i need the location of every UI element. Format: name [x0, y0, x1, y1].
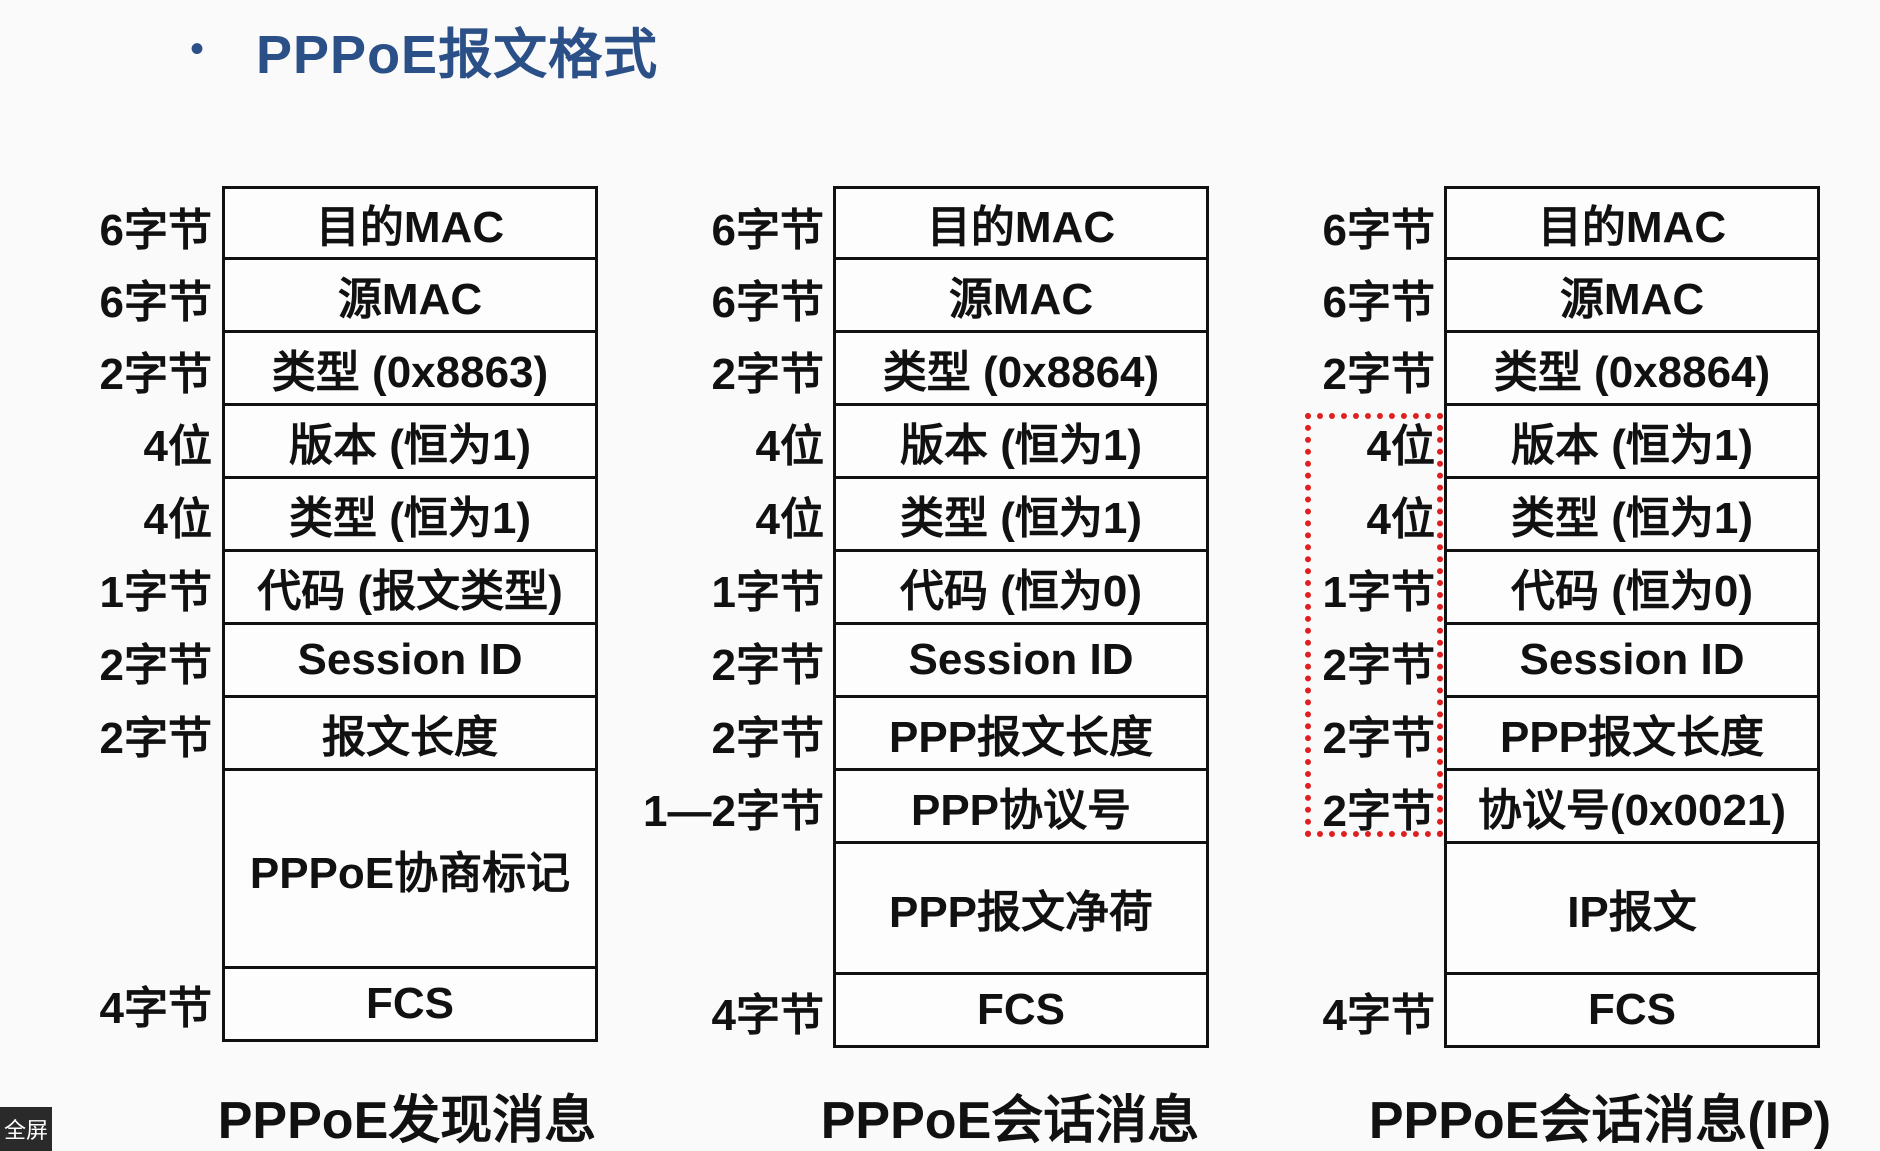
size-label: 6字节 [99, 206, 212, 255]
field-ppp-payload: PPP报文净荷 [833, 844, 1209, 975]
field-code: 代码 (恒为0) [1444, 552, 1820, 625]
size-label: 2字节 [1322, 350, 1435, 399]
field-src-mac: 源MAC [222, 260, 598, 333]
field-protocol-ip: 协议号(0x0021) [1444, 771, 1820, 844]
field-code: 代码 (报文类型) [222, 552, 598, 625]
size-label: 6字节 [711, 278, 824, 327]
field-fcs: FCS [1444, 975, 1820, 1048]
field-ethertype: 类型 (0x8863) [222, 333, 598, 406]
field-ppp-length: PPP报文长度 [833, 698, 1209, 771]
size-label: 4位 [1366, 422, 1435, 471]
size-label: 2字节 [711, 350, 824, 399]
size-label: 1字节 [711, 568, 824, 617]
size-label: 6字节 [1322, 206, 1435, 255]
field-version: 版本 (恒为1) [1444, 406, 1820, 479]
field-session-id: Session ID [222, 625, 598, 698]
field-ethertype: 类型 (0x8864) [833, 333, 1209, 406]
size-label: 2字节 [1322, 641, 1435, 690]
size-label: 4位 [143, 422, 212, 471]
size-label: 2字节 [1322, 787, 1435, 836]
field-dest-mac: 目的MAC [222, 186, 598, 260]
size-label: 4字节 [711, 991, 824, 1040]
field-payload: PPPoE协商标记 [222, 771, 598, 969]
size-label: 2字节 [711, 714, 824, 763]
size-label: 2字节 [99, 714, 212, 763]
size-label: 6字节 [99, 278, 212, 327]
field-dest-mac: 目的MAC [833, 186, 1209, 260]
size-label: 4位 [143, 495, 212, 544]
size-label: 6字节 [711, 206, 824, 255]
size-label: 1字节 [1322, 568, 1435, 617]
field-dest-mac: 目的MAC [1444, 186, 1820, 260]
field-src-mac: 源MAC [833, 260, 1209, 333]
title-text: PPPoE报文格式 [256, 24, 659, 85]
size-label: 4字节 [99, 984, 212, 1033]
size-label: 2字节 [99, 641, 212, 690]
field-type: 类型 (恒为1) [833, 479, 1209, 552]
slide-title: • PPPoE报文格式 [190, 14, 658, 85]
size-label: 2字节 [99, 350, 212, 399]
title-bullet: • [190, 27, 205, 71]
fullscreen-button[interactable]: 全屏 [0, 1107, 52, 1151]
field-session-id: Session ID [833, 625, 1209, 698]
size-label: 4位 [755, 422, 824, 471]
field-ip-packet: IP报文 [1444, 844, 1820, 975]
size-label: 2字节 [1322, 714, 1435, 763]
field-src-mac: 源MAC [1444, 260, 1820, 333]
size-label: 4位 [1366, 495, 1435, 544]
frame-caption: PPPoE会话消息(IP) [1368, 1092, 1832, 1150]
frame-caption: PPPoE发现消息 [217, 1092, 597, 1150]
frame-caption: PPPoE会话消息 [820, 1092, 1200, 1150]
field-fcs: FCS [833, 975, 1209, 1048]
field-type: 类型 (恒为1) [222, 479, 598, 552]
field-code: 代码 (恒为0) [833, 552, 1209, 625]
field-ppp-protocol: PPP协议号 [833, 771, 1209, 844]
size-label: 4位 [755, 495, 824, 544]
field-type: 类型 (恒为1) [1444, 479, 1820, 552]
size-label: 4字节 [1322, 991, 1435, 1040]
field-version: 版本 (恒为1) [833, 406, 1209, 479]
field-ethertype: 类型 (0x8864) [1444, 333, 1820, 406]
size-label: 1—2字节 [643, 787, 824, 836]
size-label: 2字节 [711, 641, 824, 690]
field-session-id: Session ID [1444, 625, 1820, 698]
field-length: 报文长度 [222, 698, 598, 771]
field-fcs: FCS [222, 969, 598, 1042]
size-label: 6字节 [1322, 278, 1435, 327]
field-version: 版本 (恒为1) [222, 406, 598, 479]
highlight-box [1305, 413, 1443, 837]
size-label: 1字节 [99, 568, 212, 617]
field-ppp-length: PPP报文长度 [1444, 698, 1820, 771]
